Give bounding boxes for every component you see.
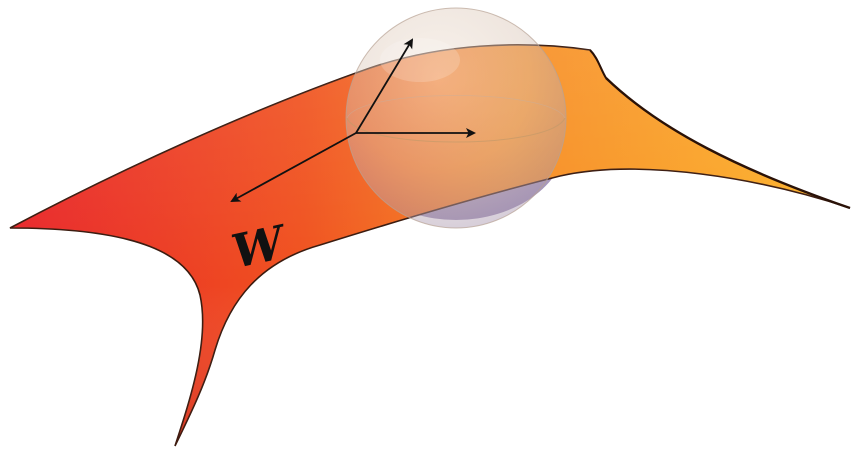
surface-edge-tip [589,49,607,79]
surface-shading [10,44,850,447]
surface-edge-right [605,77,851,210]
tangent-vector-arrow-left [230,132,357,202]
translucent-sphere [345,7,567,229]
tangent-and-normal-arrows [230,38,476,202]
normal-vector-arrow [355,38,414,134]
